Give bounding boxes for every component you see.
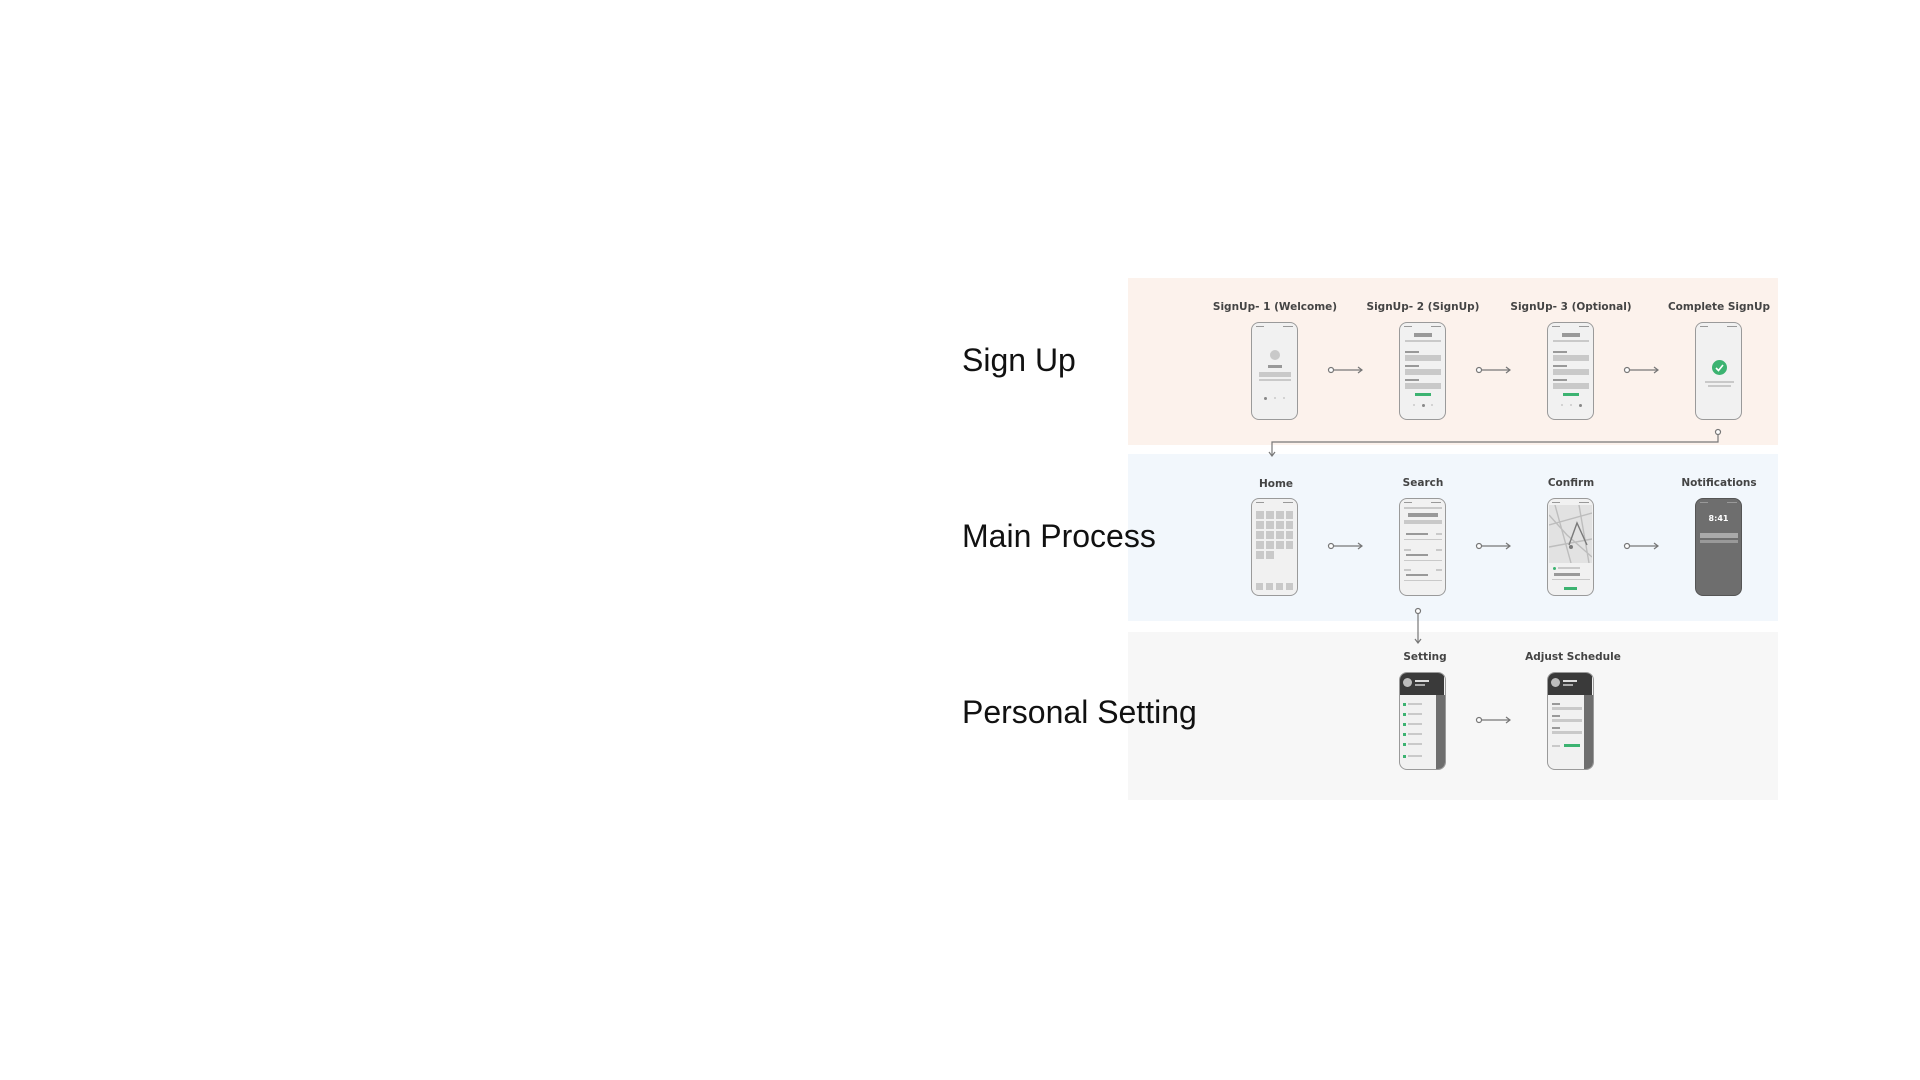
personal-setting-lane bbox=[1128, 632, 1778, 800]
phone-confirm bbox=[1547, 498, 1594, 596]
row-label-main-process: Main Process bbox=[962, 518, 1156, 554]
screen-title-setting: Setting bbox=[1403, 651, 1447, 663]
screen-title-confirm: Confirm bbox=[1547, 477, 1595, 489]
phone-complete-signup bbox=[1695, 322, 1742, 420]
phone-setting bbox=[1399, 672, 1446, 770]
screen-title-home: Home bbox=[1258, 478, 1294, 490]
screen-title-adjust-schedule: Adjust Schedule bbox=[1525, 651, 1621, 663]
screen-title-search: Search bbox=[1402, 477, 1444, 489]
screen-title-complete-signup: Complete SignUp bbox=[1667, 301, 1771, 313]
phone-search bbox=[1399, 498, 1446, 596]
screen-title-signup-1: SignUp- 1 (Welcome) bbox=[1212, 301, 1338, 313]
signup-lane bbox=[1128, 278, 1778, 445]
notification-clock: 8:41 bbox=[1708, 514, 1729, 523]
phone-notifications: 8:41 bbox=[1695, 498, 1742, 596]
screen-title-notifications: Notifications bbox=[1681, 477, 1757, 489]
phone-signup-optional bbox=[1547, 322, 1594, 420]
screen-title-signup-2: SignUp- 2 (SignUp) bbox=[1366, 301, 1480, 313]
row-label-personal-setting: Personal Setting bbox=[962, 694, 1197, 730]
screen-title-signup-3: SignUp- 3 (Optional) bbox=[1510, 301, 1632, 313]
phone-home bbox=[1251, 498, 1298, 596]
phone-signup-form bbox=[1399, 322, 1446, 420]
row-label-sign-up: Sign Up bbox=[962, 342, 1076, 378]
main-process-lane bbox=[1128, 454, 1778, 621]
map-icon bbox=[1549, 505, 1592, 563]
phone-signup-welcome bbox=[1251, 322, 1298, 420]
checkmark-icon bbox=[1715, 364, 1724, 372]
phone-adjust-schedule bbox=[1547, 672, 1594, 770]
